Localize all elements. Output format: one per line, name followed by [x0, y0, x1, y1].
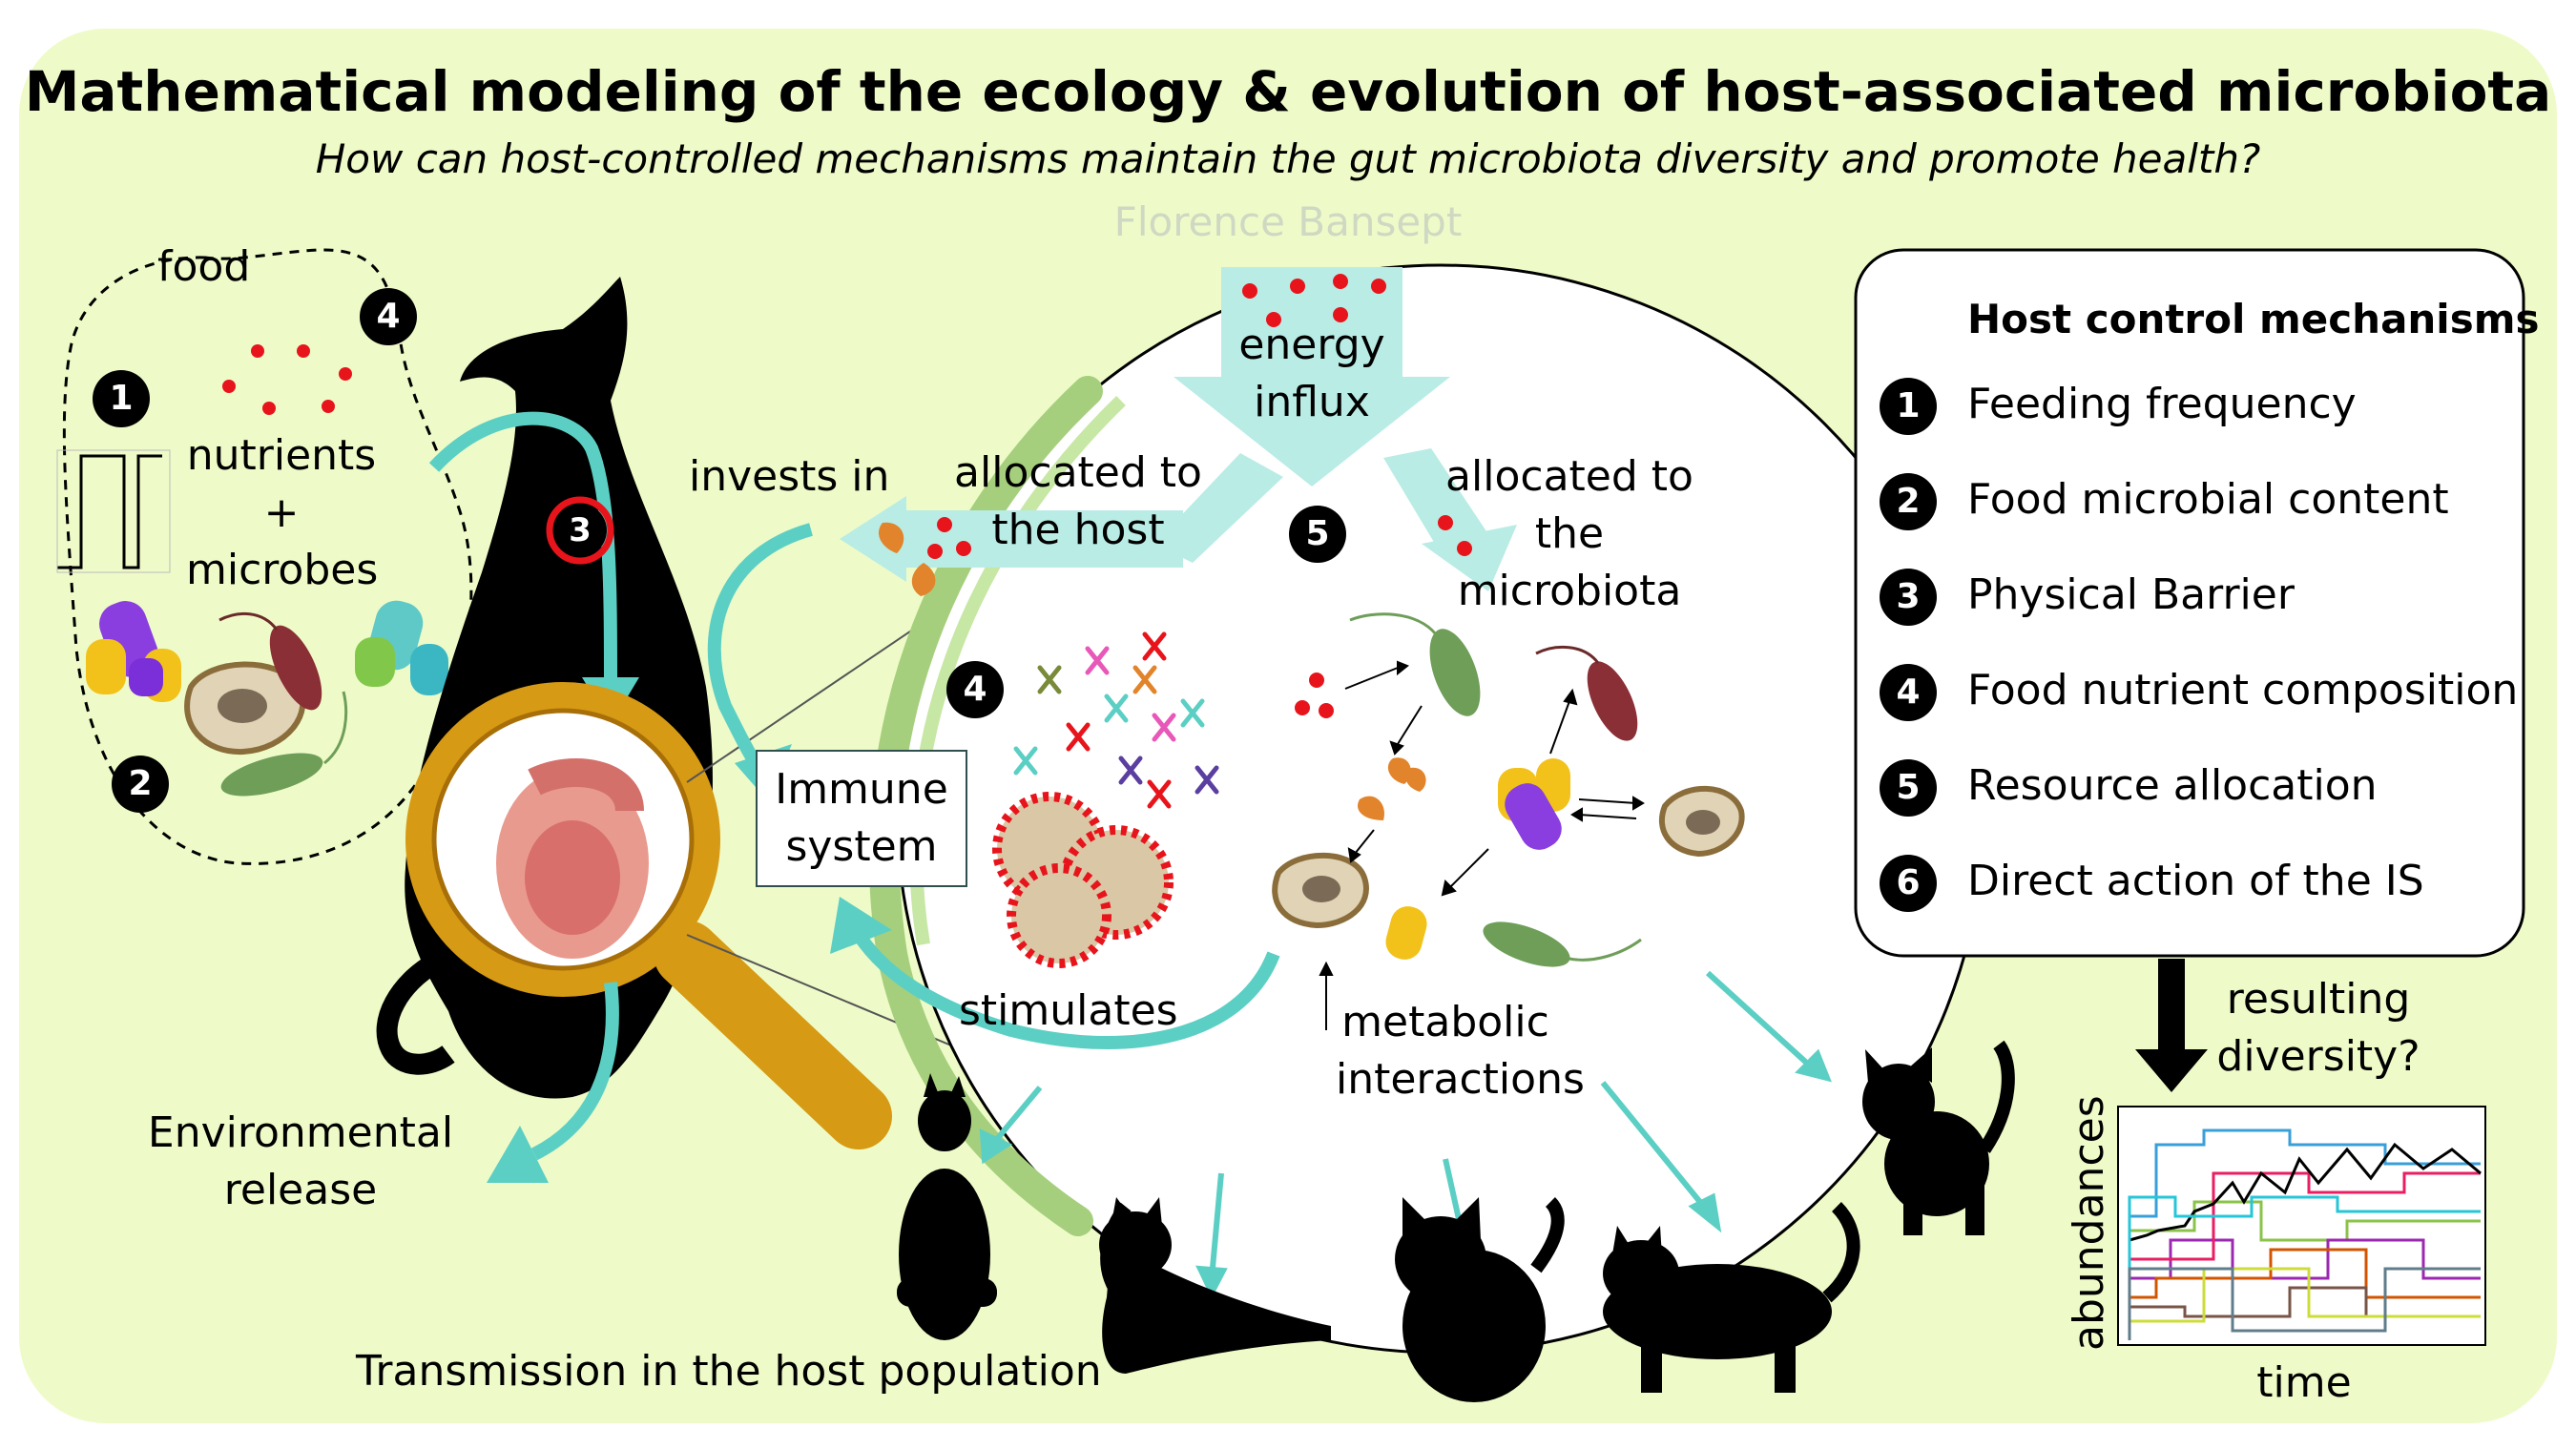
- marker-5: 5: [1289, 506, 1346, 563]
- food-label: food: [157, 242, 251, 291]
- marker-3-barrier: 3: [553, 504, 607, 557]
- abundance-plot: [2117, 1106, 2486, 1346]
- legend-item-allocation: Resource allocation: [1967, 761, 2378, 810]
- legend-item-barrier: Physical Barrier: [1967, 570, 2295, 619]
- release-arrowhead: [487, 1126, 549, 1183]
- interaction-arrows: [1319, 660, 1645, 1030]
- time-axis-label: time: [2256, 1358, 2352, 1407]
- allocated-microbiota-label-3: microbiota: [1457, 567, 1682, 615]
- transmission-label: Transmission in the host population: [356, 1347, 1102, 1396]
- marker-1: 1: [93, 370, 150, 427]
- author-watermark: Florence Bansept: [1113, 198, 1463, 245]
- legend-num-6: 6: [1880, 855, 1937, 912]
- legend-num-3: 3: [1880, 569, 1937, 626]
- diversity-arrow-head: [2135, 1049, 2208, 1092]
- allocated-microbiota-label-2: the: [1534, 509, 1605, 558]
- diversity-label: diversity?: [2216, 1032, 2420, 1081]
- food-worm-bacterium: [218, 611, 322, 711]
- immune-label-1: Immune: [775, 765, 948, 814]
- influx-label: influx: [1254, 378, 1370, 426]
- square-wave-frame: [56, 449, 171, 573]
- magnifier: [405, 682, 892, 1149]
- diversity-arrow-shaft: [2158, 959, 2185, 1054]
- release-arrow: [530, 982, 619, 1161]
- cat-sitting-profile: [897, 1073, 997, 1340]
- resulting-label: resulting: [2226, 975, 2411, 1024]
- nutrients-label: nutrients: [186, 431, 377, 480]
- plus-label: +: [263, 488, 300, 537]
- immune-label-2: system: [785, 822, 938, 871]
- immune-system-box: Immune system: [756, 750, 967, 887]
- stimulates-arrowhead: [830, 897, 892, 954]
- allocated-host-label-2: the host: [991, 506, 1165, 554]
- abundances-axis-label: abundances: [2065, 1095, 2113, 1351]
- energy-label: energy: [1238, 321, 1385, 369]
- stimulates-arrow: [853, 931, 1280, 1049]
- food-green-bacterium: [220, 691, 348, 797]
- metabolic-label-1: metabolic: [1341, 998, 1549, 1046]
- legend-title: Host control mechanisms: [1967, 296, 2540, 342]
- legend-item-immune: Direct action of the IS: [1967, 857, 2424, 905]
- invests-in-label: invests in: [689, 452, 890, 501]
- host-tail: [376, 954, 455, 1075]
- legend-num-5: 5: [1880, 759, 1937, 817]
- metabolic-label-2: interactions: [1336, 1055, 1585, 1104]
- allocated-host-label-1: allocated to: [954, 448, 1202, 497]
- legend-item-microbial: Food microbial content: [1967, 475, 2449, 524]
- marker-2: 2: [112, 756, 169, 813]
- energy-influx-arrow: [1174, 267, 1450, 486]
- cat-walking: [1603, 1202, 1860, 1393]
- figure-title: Mathematical modeling of the ecology & e…: [24, 59, 2552, 124]
- legend-box: [1854, 248, 2525, 958]
- cat-front: [1395, 1197, 1565, 1402]
- allocated-microbiota-label-1: allocated to: [1445, 452, 1693, 501]
- figure-subtitle: How can host-controlled mechanisms maint…: [315, 135, 2261, 182]
- microbes-label: microbes: [186, 546, 379, 594]
- food-amoeba: [184, 661, 306, 756]
- legend-num-2: 2: [1880, 473, 1937, 530]
- food-microbe-cluster-1: [86, 601, 181, 702]
- cat-standing: [1862, 1040, 2015, 1235]
- environmental-label: Environmental: [147, 1108, 454, 1157]
- legend-item-nutrient: Food nutrient composition: [1967, 666, 2519, 714]
- marker-4-food: 4: [360, 288, 417, 345]
- ingestion-arrow: [428, 411, 617, 688]
- marker-4-antibodies: 4: [946, 661, 1004, 718]
- legend-num-1: 1: [1880, 378, 1937, 435]
- stimulates-label: stimulates: [959, 986, 1178, 1035]
- release-label: release: [223, 1166, 378, 1214]
- host-allocation-arrow: [840, 453, 1283, 596]
- antibodies: [1013, 631, 1219, 809]
- feeding-square-wave: [57, 454, 162, 569]
- food-nutrient-dots: [222, 344, 352, 415]
- legend-item-feeding: Feeding frequency: [1967, 380, 2357, 428]
- microbiota-community: [1272, 612, 1745, 967]
- cat-stretching: [1099, 1197, 1331, 1374]
- barrier-ring: [546, 496, 614, 565]
- legend-num-4: 4: [1880, 664, 1937, 721]
- invests-arrow: [707, 523, 813, 777]
- food-microbe-cluster-2: [355, 600, 448, 695]
- coated-microbes: [992, 792, 1174, 968]
- microbiota-allocation-arrow: [1383, 448, 1517, 591]
